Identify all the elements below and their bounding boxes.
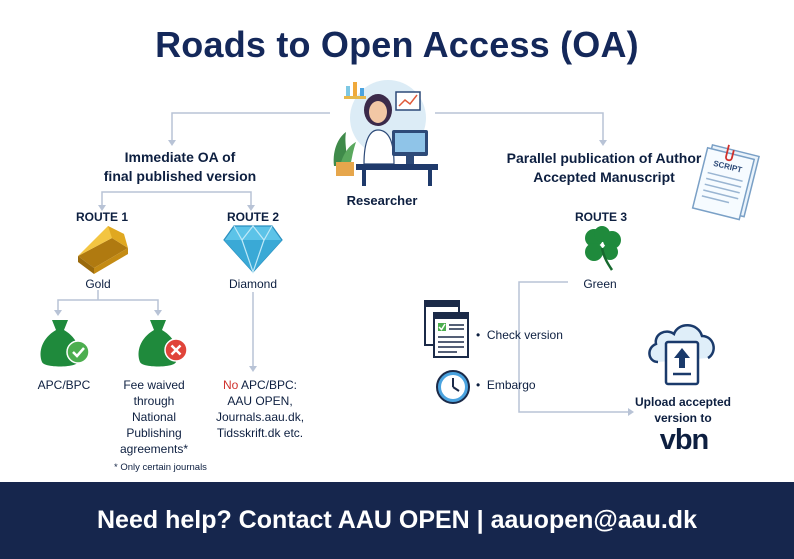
script-document-icon: SCRIPT [691, 143, 760, 221]
parallel-line1: Parallel publication of Author [506, 150, 702, 166]
upload-line2: version to [654, 411, 712, 425]
researcher-label: Researcher [346, 193, 418, 208]
no-label: No [222, 378, 239, 392]
embargo-label: • Embargo [476, 378, 536, 392]
diamond-detail-line: Journals.aau.dk, [215, 410, 305, 424]
diamond-detail-line1: No APC/BPC: [200, 377, 320, 393]
gold-label: Gold [85, 277, 111, 291]
vbn-logo: vbn [659, 424, 710, 456]
clock-icon [436, 370, 470, 404]
footer-contact: Need help? Contact AAU OPEN | aauopen@aa… [97, 506, 697, 534]
diamond-detail-line: Tidsskrift.dk etc. [216, 426, 304, 440]
fee-waived-line: agreements* [119, 442, 189, 456]
researcher-illustration [333, 80, 438, 186]
upload-label: Upload accepted version to [624, 394, 742, 426]
immediate-oa-heading: Immediate OA of final published version [70, 148, 290, 186]
fee-waived-label: Fee waived through National Publishing a… [108, 377, 200, 457]
diamond-detail-line: AAU OPEN, [227, 394, 293, 408]
immediate-oa-line1: Immediate OA of [124, 149, 236, 165]
page-title: Roads to Open Access (OA) [155, 24, 639, 65]
diamond-detail: No APC/BPC: AAU OPEN, Journals.aau.dk, T… [200, 377, 320, 441]
route-2-label: ROUTE 2 [226, 210, 279, 224]
fee-waived-line: Publishing [126, 426, 182, 440]
money-bag-cross-icon [138, 320, 188, 367]
diamond-label: Diamond [228, 277, 278, 291]
apc-bpc-label: APC/BPC [37, 378, 91, 392]
footer-bar [0, 482, 794, 559]
route-1-label: ROUTE 1 [75, 210, 128, 224]
fee-waived-line: through [133, 394, 175, 408]
clover-icon [585, 226, 621, 271]
parallel-line2: Accepted Manuscript [533, 169, 675, 185]
immediate-oa-line2: final published version [103, 168, 257, 184]
money-bag-check-icon [40, 320, 90, 367]
upload-line1: Upload accepted [634, 395, 732, 409]
diamond-icon [223, 225, 283, 274]
check-version-text: Check version [486, 328, 563, 342]
fee-waived-line: National [131, 410, 177, 424]
apc-bpc-text: APC/BPC: [238, 378, 298, 392]
green-label: Green [583, 277, 617, 291]
embargo-text: Embargo [486, 378, 536, 392]
upload-icon [648, 324, 715, 386]
check-version-icon [424, 300, 469, 358]
route-3-label: ROUTE 3 [574, 210, 627, 224]
fee-waived-line: Fee waived [123, 378, 185, 392]
gold-bar-icon [78, 226, 128, 274]
check-version-label: • Check version [476, 328, 563, 342]
footnote: * Only certain journals [114, 462, 207, 473]
parallel-publication-heading: Parallel publication of Author Accepted … [492, 149, 716, 187]
